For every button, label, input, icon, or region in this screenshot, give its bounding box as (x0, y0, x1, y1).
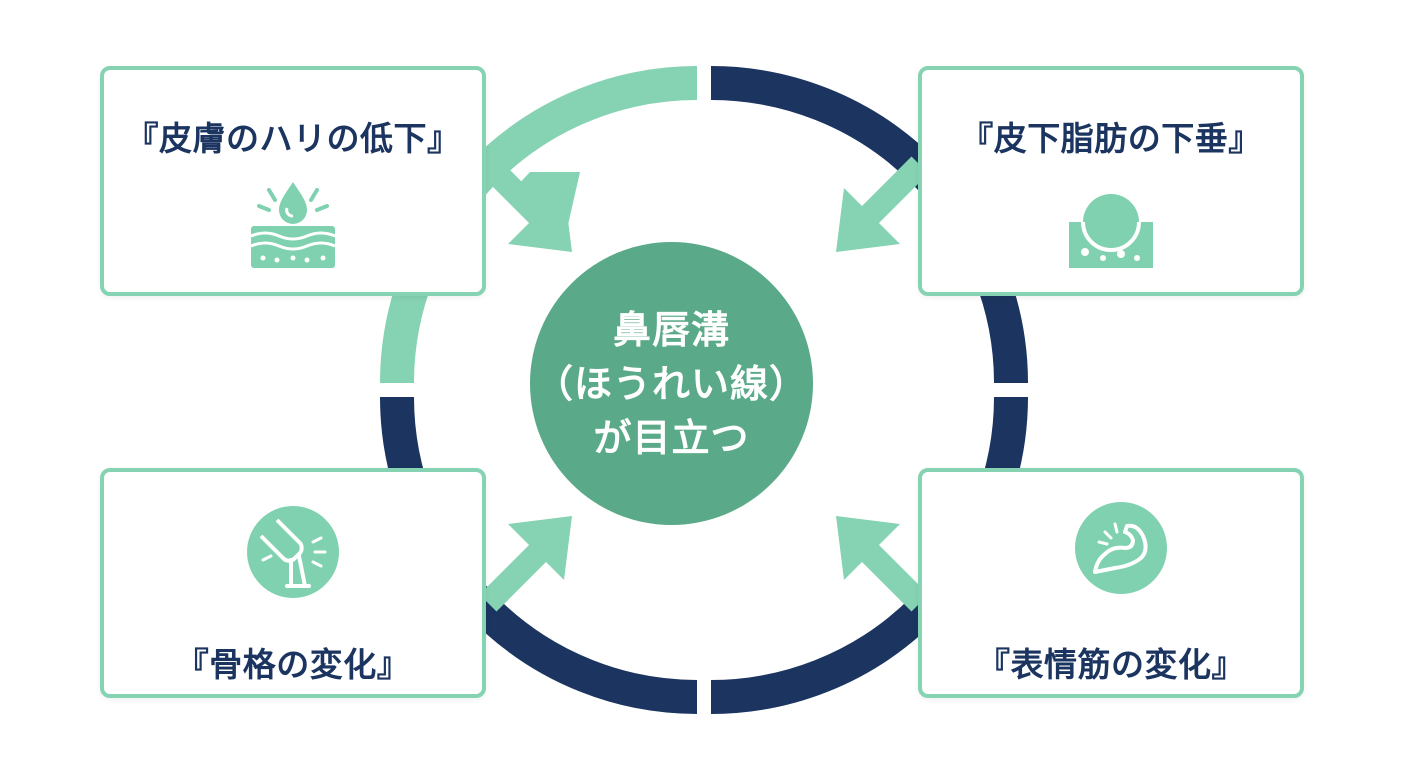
center-title-line2: （ほうれい線） (534, 361, 808, 406)
center-circle: 鼻唇溝 （ほうれい線） が目立つ (530, 242, 813, 525)
bone-joint-icon (247, 506, 339, 598)
flexed-arm-icon (1075, 502, 1167, 594)
factor-title-skin-elasticity: 『皮膚のハリの低下』 (125, 119, 461, 158)
factor-box-bone-change: 『骨格の変化』 (100, 468, 486, 698)
skin-layer-droplet-icon (250, 182, 336, 268)
fat-droop-icon (1069, 194, 1153, 268)
factor-title-fat-sagging: 『皮下脂肪の下垂』 (960, 119, 1262, 158)
factor-title-muscle-change: 『表情筋の変化』 (977, 645, 1245, 684)
factor-box-muscle-change: 『表情筋の変化』 (918, 468, 1304, 698)
arrow-bottom-right (836, 516, 929, 612)
arrow-bottom-left (479, 516, 572, 612)
factor-title-bone-change: 『骨格の変化』 (175, 645, 411, 684)
center-title-line3: が目立つ (593, 415, 750, 460)
arrow-top-left (479, 156, 580, 252)
arrow-top-right (836, 156, 929, 252)
factor-box-fat-sagging: 『皮下脂肪の下垂』 (918, 66, 1304, 296)
factor-box-skin-elasticity: 『皮膚のハリの低下』 (100, 66, 486, 296)
center-title-line1: 鼻唇溝 (612, 307, 730, 352)
